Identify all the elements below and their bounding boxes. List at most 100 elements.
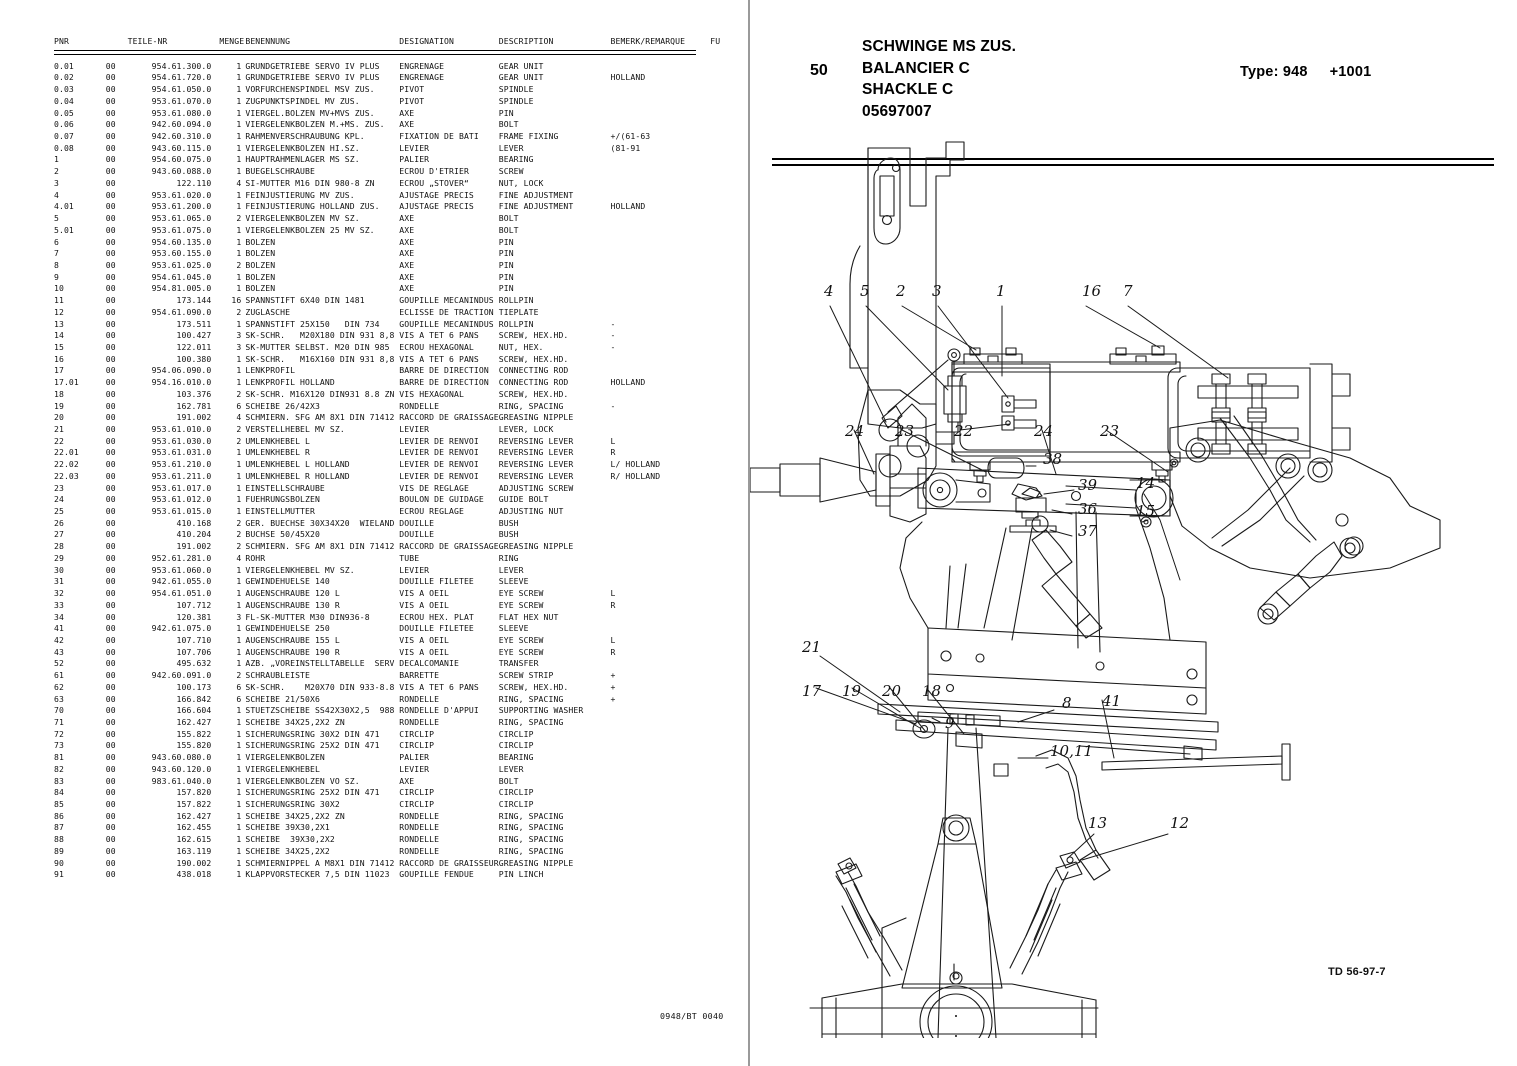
cell-bemerk: +/(61-63 <box>610 131 651 142</box>
cell-pnr: 22.03 <box>54 470 79 481</box>
cell-description: FINE ADJUSTMENT <box>498 189 574 200</box>
detail-parts <box>987 457 1152 533</box>
cell-designation: ECROU „STOVER“ <box>399 177 469 188</box>
cell-benennung: SCHEIBE 34X25,2X2 <box>245 845 330 856</box>
cell-description: TIEPLATE <box>498 306 539 317</box>
cell-pnr: 61 <box>54 670 64 681</box>
cell-pnr: 41 <box>54 623 64 634</box>
cell-menge: 1 <box>236 236 242 247</box>
cell-menge: 1 <box>236 728 242 739</box>
cell-teile-nr: 155.820 <box>176 740 212 751</box>
cell-kz: 00 <box>105 693 116 704</box>
cell-designation: LEVIER <box>399 763 430 774</box>
cell-bemerk <box>611 166 711 178</box>
cell-bemerk <box>611 811 711 823</box>
cell-teile-nr: 162.427 <box>176 810 212 821</box>
cell-kz: 00 <box>105 248 116 259</box>
cell-kz: 00 <box>105 482 116 493</box>
cell-fu <box>710 389 750 401</box>
cell-description: BOLT <box>498 775 519 786</box>
cell-description: RING, SPACING <box>498 834 564 845</box>
cell-kz: 00 <box>105 658 116 669</box>
cell-designation: TUBE <box>399 552 420 563</box>
cell-pnr: 4 <box>54 189 59 200</box>
cell-kz: 00 <box>105 213 116 224</box>
cell-fu <box>710 342 750 354</box>
cell-pnr: 23 <box>54 482 64 493</box>
cell-menge: 1 <box>236 154 242 165</box>
cell-menge: 2 <box>236 213 242 224</box>
cell-menge: 1 <box>236 822 242 833</box>
cell-teile-nr: 942.61.055.0 <box>151 576 212 587</box>
cell-pnr: 18 <box>54 388 64 399</box>
cell-menge: 1 <box>236 318 242 329</box>
cell-description: GREASING NIPPLE <box>498 857 574 868</box>
cell-menge: 1 <box>236 810 242 821</box>
cell-fu <box>710 658 750 670</box>
cell-benennung: VIERGELENKBOLZEN MV SZ. <box>245 213 360 224</box>
cell-teile-nr: 943.60.115.0 <box>151 142 212 153</box>
cell-kz: 00 <box>105 330 116 341</box>
cell-benennung: SCHEIBE 34X25,2X2 ZN <box>245 716 345 727</box>
cell-description: BOLT <box>498 119 519 130</box>
cell-teile-nr: 157.820 <box>176 787 212 798</box>
cell-bemerk <box>611 108 711 120</box>
cell-description: GUIDE BOLT <box>498 494 549 505</box>
cell-bemerk <box>611 119 711 131</box>
callout-19: 19 <box>842 682 862 700</box>
callout-7: 7 <box>1123 282 1133 300</box>
cell-kz: 00 <box>105 634 116 645</box>
cell-benennung: SCHEIBE 34X25,2X2 ZN <box>245 810 345 821</box>
cell-pnr: 25 <box>54 506 64 517</box>
cell-pnr: 6 <box>54 236 59 247</box>
cell-description: PIN <box>498 271 514 282</box>
cell-kz: 00 <box>105 728 116 739</box>
cell-kz: 00 <box>105 388 116 399</box>
cell-menge: 1 <box>236 107 242 118</box>
cell-bemerk: + <box>610 693 616 704</box>
cell-teile-nr: 162.455 <box>176 822 212 833</box>
cell-fu <box>710 869 750 881</box>
cell-kz: 00 <box>105 271 116 282</box>
cell-pnr: 12 <box>54 306 64 317</box>
cell-menge: 1 <box>236 775 242 786</box>
cell-designation: DOUILLE <box>399 529 435 540</box>
cell-pnr: 22 <box>54 435 64 446</box>
cell-pnr: 30 <box>54 564 64 575</box>
cell-designation: VIS A OEIL <box>399 634 450 645</box>
cell-designation: ECROU HEX. PLAT <box>399 611 474 622</box>
cell-benennung: GRUNDGETRIEBE SERVO IV PLUS <box>245 60 380 71</box>
cell-description: RING, SPACING <box>498 693 564 704</box>
cell-description: SCREW, HEX.HD. <box>498 353 569 364</box>
cell-menge: 1 <box>236 506 242 517</box>
cell-fu <box>710 740 750 752</box>
cell-pnr: 70 <box>54 705 64 716</box>
col-header-kz <box>106 36 128 48</box>
cell-designation: VIS A TET 6 PANS <box>399 353 479 364</box>
callout-20: 20 <box>881 682 902 700</box>
callout-5: 5 <box>860 282 870 300</box>
cell-bemerk <box>611 190 711 202</box>
mast-lower-bracket <box>857 389 955 497</box>
cell-bemerk: R <box>610 447 616 458</box>
cell-benennung: VIERGELENKBOLZEN <box>245 752 325 763</box>
cell-bemerk: L/ HOLLAND <box>610 459 661 470</box>
cell-menge: 1 <box>236 201 242 212</box>
cell-designation: LEVIER DE RENVOI <box>399 447 479 458</box>
